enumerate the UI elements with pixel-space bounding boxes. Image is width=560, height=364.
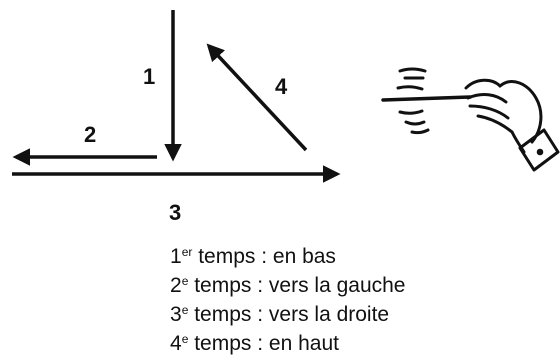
legend-item-beat-2: 2e temps : vers la gauche bbox=[170, 274, 406, 297]
legend-item-beat-3: 3e temps : vers la droite bbox=[170, 303, 390, 326]
stroke-3-number: 3 bbox=[169, 200, 181, 225]
beat-legend: 1er temps : en bas 2e temps : vers la ga… bbox=[170, 242, 405, 358]
stroke-2-number: 2 bbox=[84, 122, 96, 147]
legend-item-beat-1: 1er temps : en bas bbox=[170, 245, 336, 268]
legend-item-beat-4: 4e temps : en haut bbox=[170, 332, 339, 355]
stroke-4-number: 4 bbox=[275, 74, 288, 99]
stroke-4-arrow bbox=[206, 43, 308, 152]
conducting-hand-icon bbox=[381, 67, 560, 172]
stroke-1-number: 1 bbox=[143, 64, 155, 89]
